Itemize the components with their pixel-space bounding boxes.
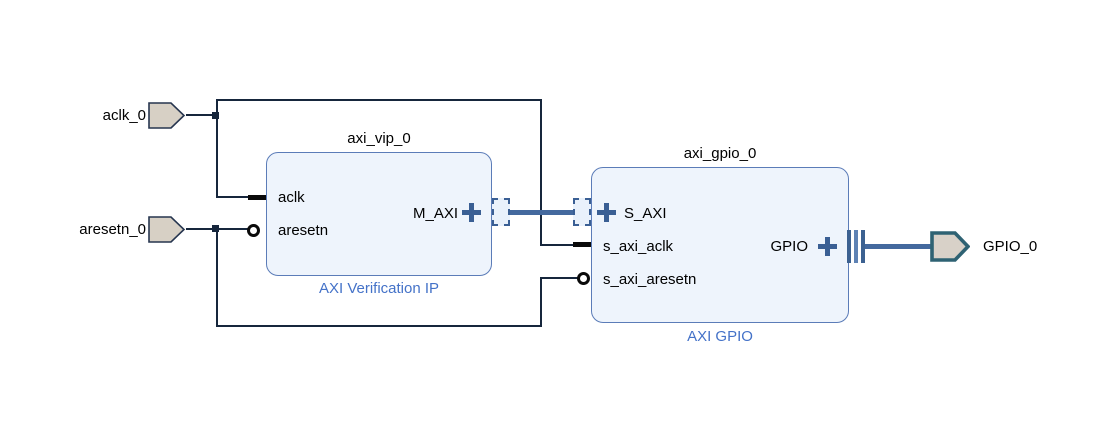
net-aresetn-wire[interactable]	[540, 277, 579, 279]
wire-junction-dot	[212, 225, 219, 232]
clock-stub-icon	[573, 242, 591, 247]
block-type-label-axi-vip: AXI Verification IP	[318, 280, 440, 297]
wire-junction-dot	[212, 112, 219, 119]
external-port-aclk[interactable]	[148, 102, 186, 134]
pin-aresetn[interactable]: aresetn	[278, 222, 329, 239]
ip-block-axi-vip[interactable]	[266, 152, 492, 276]
active-low-bubble-icon	[577, 272, 590, 285]
interface-pin-marker-icon[interactable]	[573, 198, 591, 226]
block-title-axi-vip[interactable]: axi_vip_0	[347, 130, 411, 147]
input-port-pentagon-icon	[148, 216, 186, 243]
external-port-gpio[interactable]	[930, 231, 971, 267]
external-interface-bars-icon	[854, 230, 858, 263]
external-port-aresetn[interactable]	[148, 216, 186, 248]
net-aclk-wire[interactable]	[186, 114, 216, 116]
pin-gpio[interactable]: GPIO	[770, 238, 808, 255]
ip-block-axi-gpio[interactable]	[591, 167, 849, 323]
clock-stub-icon	[248, 195, 266, 200]
interface-pin-marker-icon[interactable]	[492, 198, 510, 226]
net-gpio-bus[interactable]	[864, 244, 934, 249]
block-type-label-axi-gpio: AXI GPIO	[687, 328, 753, 345]
pin-m-axi[interactable]: M_AXI	[412, 205, 458, 222]
expand-plus-icon[interactable]	[597, 203, 616, 222]
expand-plus-icon[interactable]	[462, 203, 481, 222]
net-aclk-wire[interactable]	[540, 244, 576, 246]
pin-s-axi[interactable]: S_AXI	[624, 205, 667, 222]
net-m-axi-bus[interactable]	[500, 210, 582, 215]
block-title-axi-gpio[interactable]: axi_gpio_0	[683, 145, 757, 162]
external-port-label-gpio[interactable]: GPIO_0	[983, 238, 1038, 255]
external-port-label-aclk[interactable]: aclk_0	[102, 107, 146, 124]
input-port-pentagon-icon	[148, 102, 186, 129]
net-aclk-wire[interactable]	[540, 99, 542, 246]
net-aresetn-wire[interactable]	[216, 228, 218, 327]
net-aclk-wire[interactable]	[216, 196, 250, 198]
pin-aclk[interactable]: aclk	[278, 189, 305, 206]
active-low-bubble-icon	[247, 224, 260, 237]
net-aresetn-wire[interactable]	[540, 278, 542, 327]
external-port-label-aresetn[interactable]: aresetn_0	[79, 221, 146, 238]
external-interface-bars-icon	[847, 230, 851, 263]
pin-s-axi-aclk[interactable]: s_axi_aclk	[603, 238, 674, 255]
net-aresetn-wire[interactable]	[216, 325, 542, 327]
external-interface-bars-icon	[861, 230, 865, 263]
net-aclk-wire[interactable]	[216, 99, 542, 101]
expand-plus-icon[interactable]	[818, 237, 837, 256]
pin-s-axi-aresetn[interactable]: s_axi_aresetn	[603, 271, 697, 288]
interface-port-pentagon-icon	[930, 231, 971, 262]
net-aclk-wire[interactable]	[216, 99, 218, 198]
